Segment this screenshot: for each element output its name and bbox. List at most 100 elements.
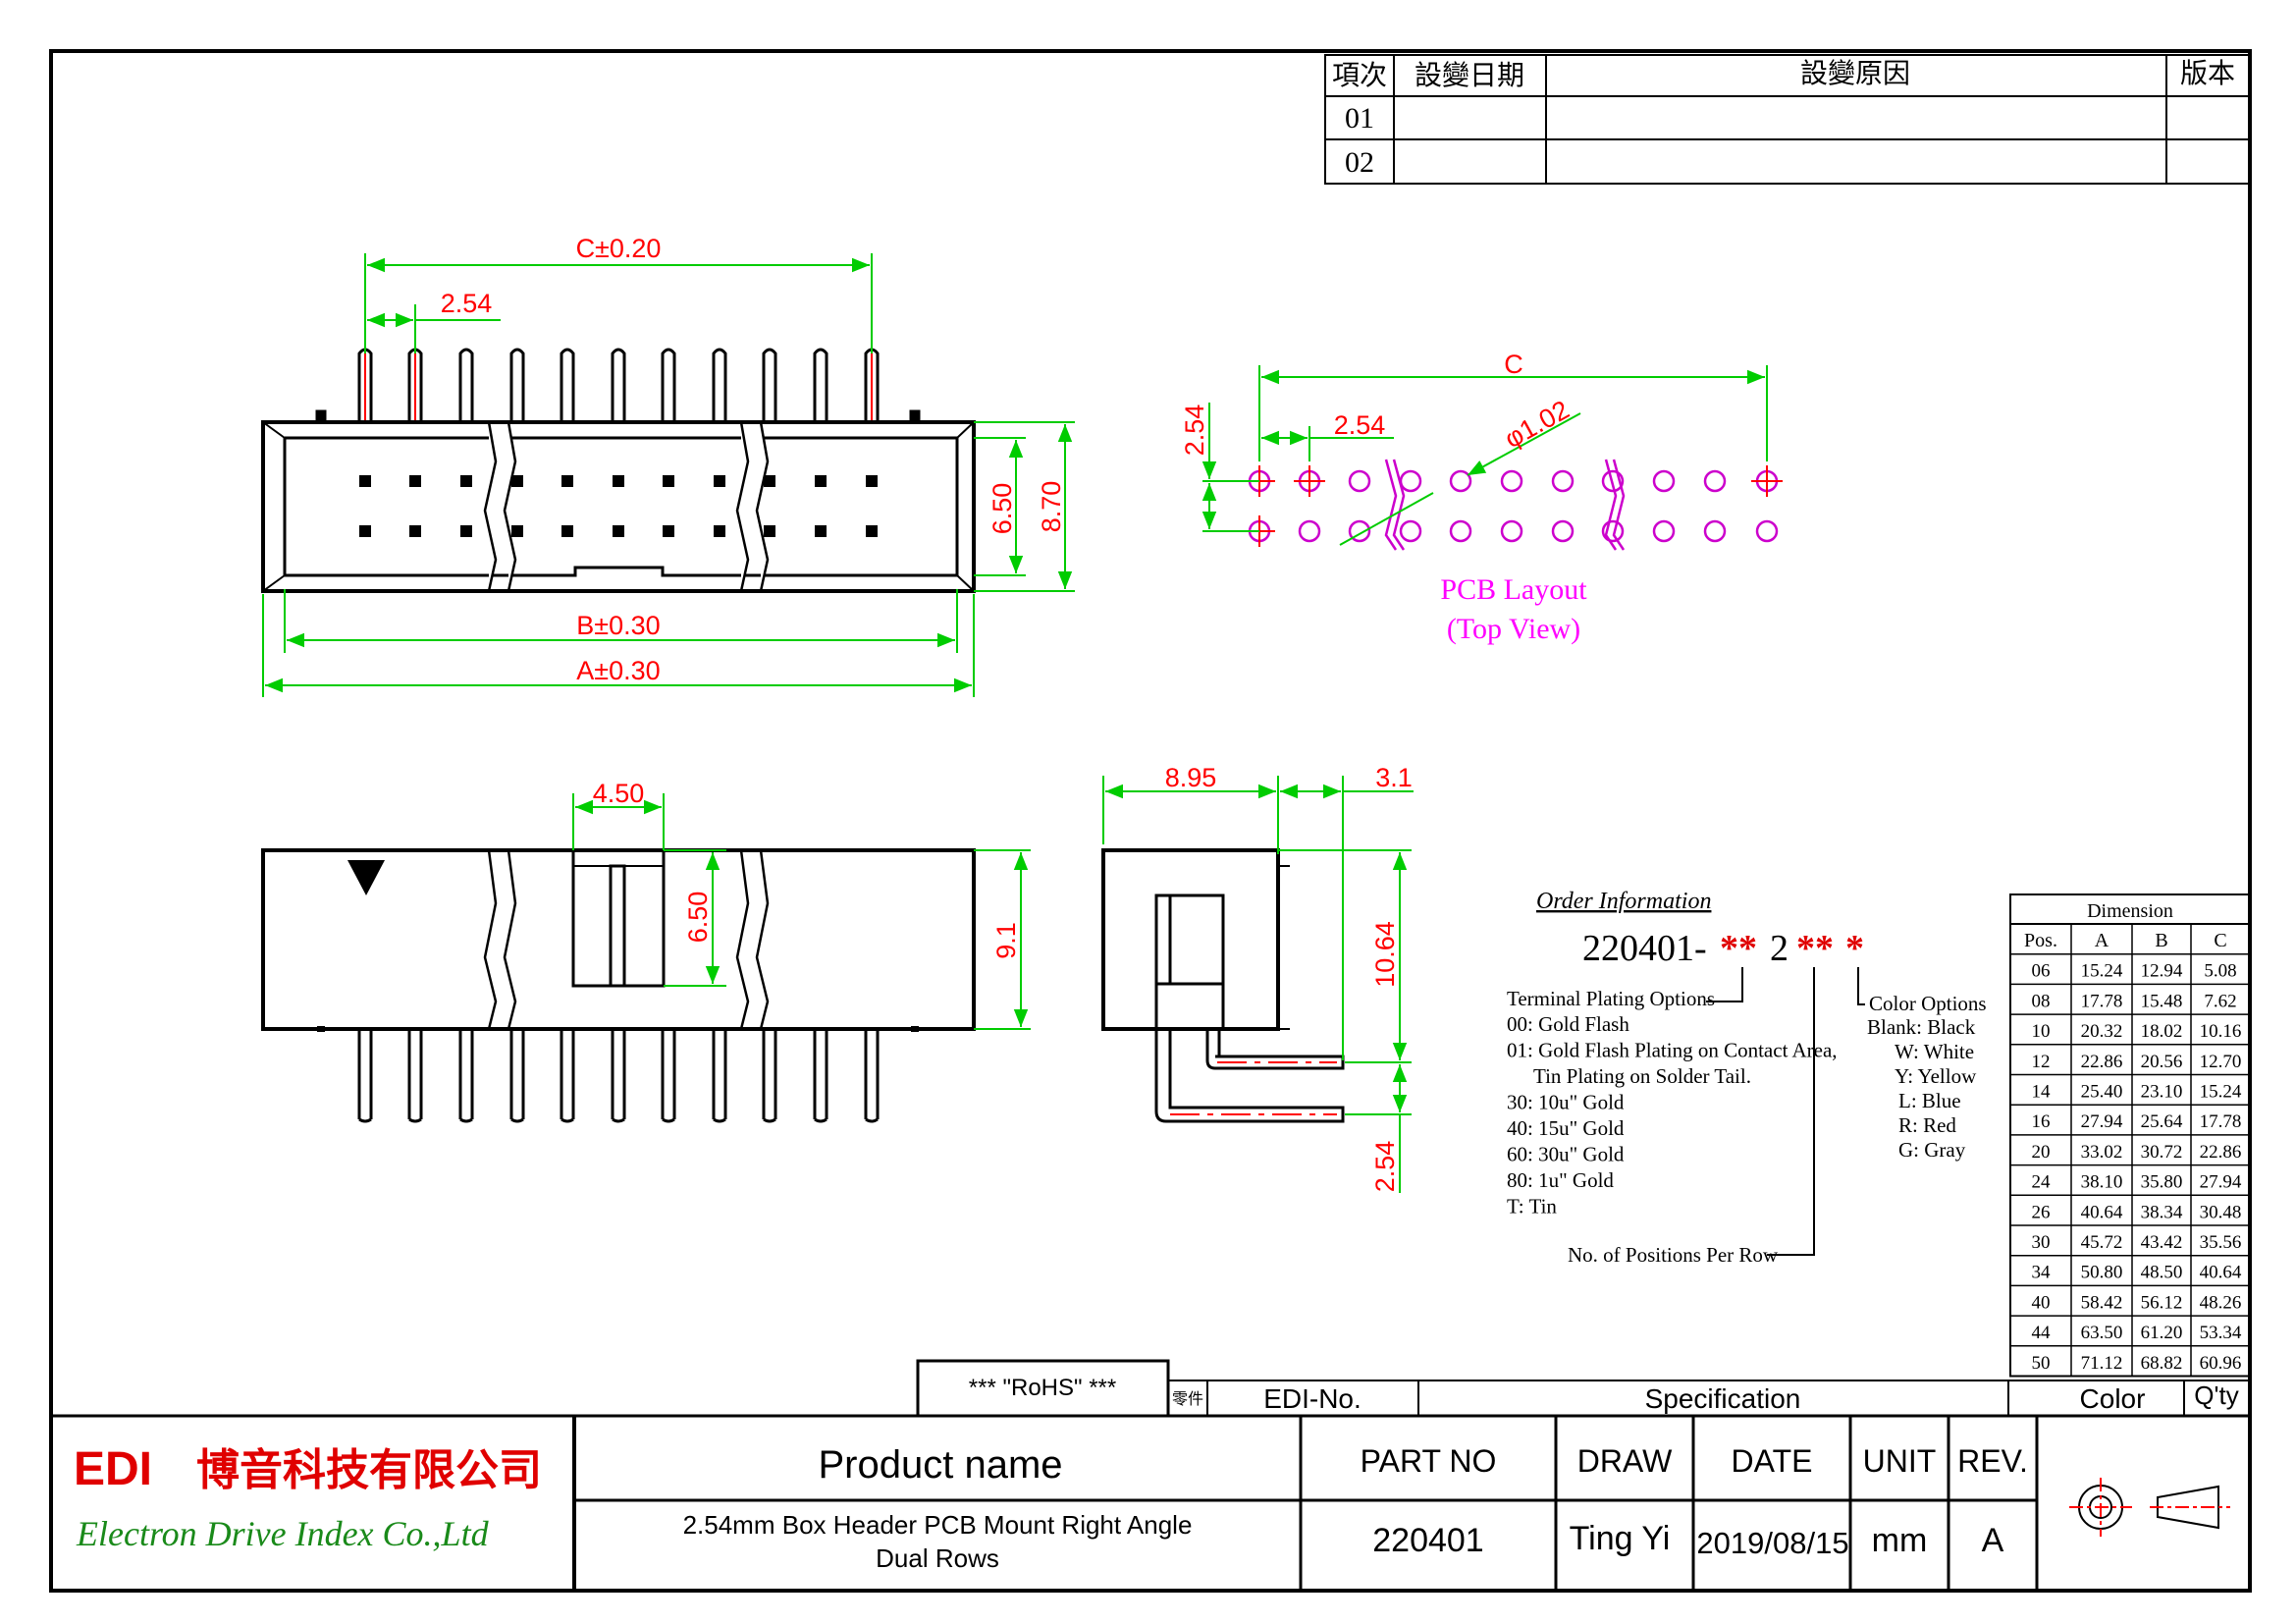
pcb-layout-caption: PCB Layout <box>1440 573 1587 606</box>
pin-tail <box>357 1029 373 1123</box>
rev-row-02: 02 <box>1345 146 1374 179</box>
pcb-dimensions: C 2.54 2.54 φ1.02 <box>1180 350 1768 546</box>
dimension-table-cell: 20.32 <box>2081 1021 2123 1042</box>
company-name-cn: 博音科技有限公司 <box>196 1446 542 1494</box>
dimension-table-cell: 06 <box>2032 961 2051 982</box>
pin-tail <box>864 1029 880 1123</box>
side-view <box>1101 848 1345 1123</box>
pcb-hole <box>1652 469 1676 493</box>
pin-tail <box>712 1029 727 1123</box>
contact-square <box>409 525 421 537</box>
dimension-table-cell: 40 <box>2032 1292 2051 1313</box>
dimension-table-cell: 35.56 <box>2200 1232 2242 1253</box>
contact-square <box>460 475 472 487</box>
color-option: R: Red <box>1898 1113 1956 1137</box>
dimension-table-cell: 26 <box>2032 1202 2051 1222</box>
pin <box>560 348 575 422</box>
dimension-table-cell: 56.12 <box>2141 1292 2183 1313</box>
date-label: DATE <box>1732 1443 1813 1479</box>
pin <box>509 348 525 422</box>
dimension-table-cell: 35.80 <box>2141 1172 2183 1193</box>
contact-square <box>764 525 775 537</box>
dimension-table-cell: 34 <box>2032 1263 2052 1283</box>
color-option: G: Gray <box>1898 1138 1966 1162</box>
dim-pitch-top: 2.54 <box>441 289 493 318</box>
rev-row-01: 01 <box>1345 102 1374 135</box>
dimension-table-header: Pos. <box>2024 930 2057 951</box>
dimension-table-cell: 38.34 <box>2141 1202 2183 1222</box>
dimension-table-cell: 23.10 <box>2141 1082 2183 1103</box>
dimension-table-cell: 30.72 <box>2141 1142 2183 1163</box>
pin-tail <box>762 1029 777 1123</box>
dimension-table-cell: 43.42 <box>2141 1232 2183 1253</box>
dim-pcb-pitch-v: 2.54 <box>1180 405 1209 457</box>
dimension-table-header: C <box>2214 930 2226 951</box>
pin-tail <box>509 1029 525 1123</box>
dimension-table-cell: 15.24 <box>2200 1082 2242 1103</box>
dimension-table-cell: 58.42 <box>2081 1292 2123 1313</box>
pcb-hole <box>1500 469 1523 493</box>
color-option: W: White <box>1895 1040 1974 1063</box>
product-name: 2.54mm Box Header PCB Mount Right Angle <box>683 1510 1193 1540</box>
dimension-table-cell: 48.26 <box>2200 1292 2242 1313</box>
dimension-table-cell: 68.82 <box>2141 1353 2183 1374</box>
draw-label: DRAW <box>1577 1443 1673 1479</box>
pcb-hole <box>1348 519 1371 543</box>
order-code-color: * <box>1845 928 1864 969</box>
specification-label: Specification <box>1645 1383 1801 1414</box>
color-options-title: Color Options <box>1869 992 1987 1015</box>
dimension-table-cell: 45.72 <box>2081 1232 2123 1253</box>
plating-option: 00: Gold Flash <box>1507 1012 1629 1036</box>
pcb-hole <box>1500 519 1523 543</box>
dim-pcb-pitch-h: 2.54 <box>1334 410 1386 440</box>
order-info-title: Order Information <box>1536 889 1711 914</box>
part-no-label: PART NO <box>1361 1443 1497 1479</box>
dimension-table-cell: 17.78 <box>2081 991 2123 1011</box>
contact-square <box>663 475 674 487</box>
dimension-table-cell: 15.24 <box>2081 961 2123 982</box>
dim-b-tolerance: B±0.30 <box>576 611 660 640</box>
color-option: Y: Yellow <box>1895 1064 1977 1088</box>
plating-title: Terminal Plating Options <box>1507 987 1715 1010</box>
dimension-table-cell: 20.56 <box>2141 1052 2183 1072</box>
contact-square <box>561 525 573 537</box>
revision-table: 項次 設變日期 設變原因 版本 01 02 <box>1324 54 2251 185</box>
company-name-en: Electron Drive Index Co.,Ltd <box>76 1514 490 1553</box>
draw-value: Ting Yi <box>1570 1520 1671 1557</box>
plating-option: T: Tin <box>1507 1195 1557 1218</box>
sheet-border <box>49 49 2252 1593</box>
contact-square <box>815 525 827 537</box>
pin <box>661 348 676 422</box>
pin <box>712 348 727 422</box>
plating-option: 30: 10u" Gold <box>1507 1091 1625 1114</box>
pcb-hole <box>1703 469 1727 493</box>
contact-square <box>764 475 775 487</box>
qty-label: Q'ty <box>2194 1380 2238 1410</box>
part-label: 零件 <box>1172 1390 1203 1408</box>
pcb-hole <box>1601 519 1625 543</box>
dim-pcb-hole: φ1.02 <box>1500 395 1575 454</box>
order-code-prefix: 220401- <box>1582 928 1707 969</box>
contact-square <box>815 475 827 487</box>
dim-c-tolerance: C±0.20 <box>576 234 662 263</box>
dimension-table-cell: 38.10 <box>2081 1172 2123 1193</box>
dimension-table-cell: 48.50 <box>2141 1263 2183 1283</box>
dimension-table-cell: 25.64 <box>2141 1111 2183 1132</box>
product-name-label: Product name <box>818 1443 1062 1487</box>
dimension-table-cell: 50.80 <box>2081 1263 2123 1283</box>
product-name-line2: Dual Rows <box>876 1543 999 1573</box>
rev-label: REV. <box>1957 1443 2028 1479</box>
order-code-rows: 2 <box>1770 928 1789 969</box>
logo-edi: EDI <box>74 1443 152 1495</box>
rev-value: A <box>1982 1522 2004 1559</box>
plating-option: Tin Plating on Solder Tail. <box>1533 1064 1751 1088</box>
pcb-hole <box>1551 469 1575 493</box>
dimension-table-cell: 20 <box>2032 1142 2051 1163</box>
contact-square <box>714 525 725 537</box>
dim-front-height: 9.1 <box>991 922 1021 959</box>
order-information: Order Information 220401- ** 2 ** * Term… <box>1507 889 1987 1267</box>
dimension-table-cell: 15.48 <box>2141 991 2183 1011</box>
contact-square <box>359 475 371 487</box>
